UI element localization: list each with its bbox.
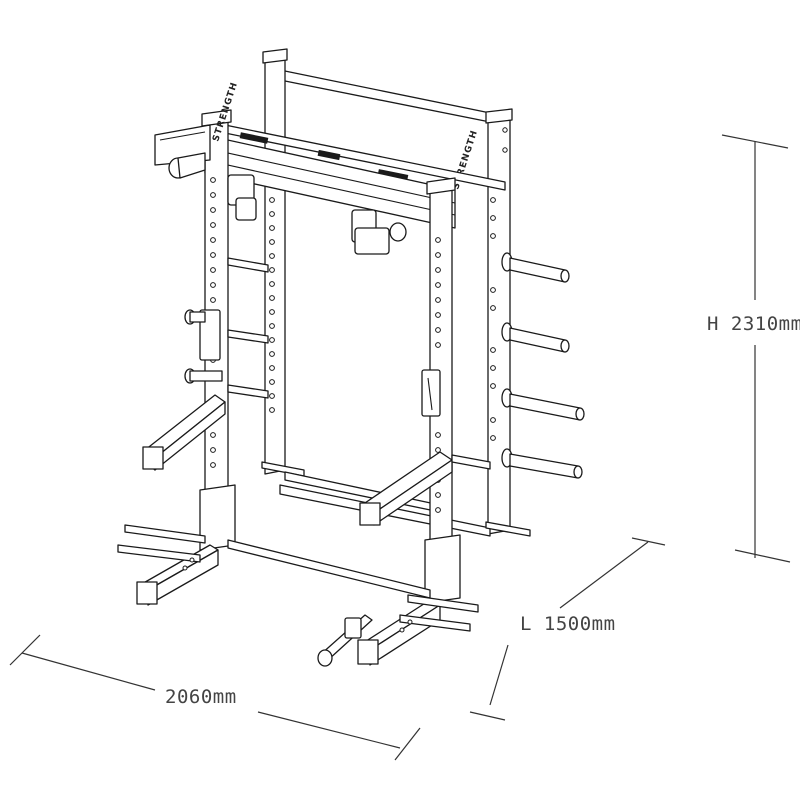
storage-peg [501,252,570,283]
holes-back-left [269,197,275,413]
base-left [117,524,219,606]
j-hooks [184,309,441,417]
dimension-height: H 2310mm [707,134,800,563]
storage-peg [501,322,570,353]
j-hook-right [421,369,441,417]
holes-front-right [435,237,441,513]
dimension-length: L 1500mm [469,537,666,721]
spotter-arm-left [142,394,226,471]
width-label: 2060mm [165,686,237,708]
holes-back-right [490,127,508,441]
pull-up-bars [204,124,506,229]
length-label: L 1500mm [520,613,616,635]
storage-peg [501,448,583,479]
base-right [317,594,479,667]
j-hook-left [184,309,223,384]
front-top-attachment [154,124,407,255]
storage-peg [501,388,585,421]
plate-storage-pegs [501,252,585,479]
side-rungs [227,257,491,470]
dimension-width: 2060mm [9,634,421,761]
front-base-rail [227,539,431,599]
height-label: H 2310mm [707,313,800,335]
